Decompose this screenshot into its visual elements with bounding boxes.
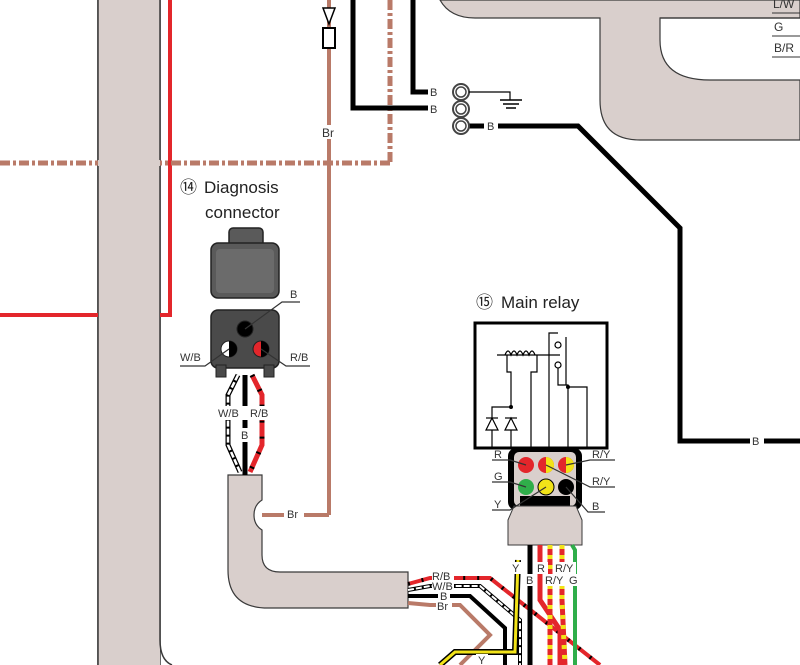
- main-relay-number: ⑮: [476, 293, 493, 312]
- ground-label-2: B: [430, 104, 437, 116]
- relay-wire-label-y: Y: [512, 563, 520, 575]
- relay-switch-icon: [548, 332, 588, 448]
- diag-pin-label-rb: R/B: [290, 352, 308, 364]
- diag-pin-label-b: B: [290, 289, 297, 301]
- relay-pin-label-ry1: R/Y: [592, 449, 611, 461]
- fuse-symbol-icon: [322, 27, 336, 49]
- relay-pin-label-g: G: [494, 471, 503, 483]
- wire-label-br-top: Br: [322, 126, 334, 140]
- wire-black-1: [410, 0, 440, 95]
- harness-top-right: [439, 0, 800, 141]
- diagnosis-connector-title-2: connector: [205, 203, 280, 222]
- main-relay[interactable]: [473, 321, 609, 450]
- wire-label-y-bottom: Y: [478, 655, 486, 665]
- label-g: G: [774, 20, 783, 34]
- diode-symbol-icon: [321, 7, 337, 27]
- diag-pin-label-wb: W/B: [180, 352, 201, 364]
- bundle-label-b: B: [440, 591, 447, 603]
- wire-label-b-right: B: [752, 436, 759, 448]
- wire-bundle-b: [408, 594, 507, 665]
- ground-label-3: B: [487, 121, 494, 133]
- diagnosis-connector-title-1: Diagnosis: [204, 178, 279, 197]
- bundle-label-rb: R/B: [432, 571, 450, 583]
- relay-wire-g: [570, 543, 577, 665]
- main-relay-title: Main relay: [501, 293, 580, 312]
- wire-label-br-harness: Br: [287, 509, 298, 521]
- wire-black-3: [468, 123, 800, 444]
- wire-black-2: [350, 0, 440, 111]
- bundle-label-wb: W/B: [432, 581, 453, 593]
- ground-terminal-block: [452, 83, 470, 135]
- ground-icon: [500, 99, 522, 109]
- diagnosis-connector-number: ⑭: [180, 178, 197, 197]
- label-lw: L/W: [773, 0, 795, 11]
- relay-pin-label-ry2: R/Y: [592, 476, 611, 488]
- wire-bundle-rb: [407, 576, 602, 665]
- relay-wire-label-ry2: R/Y: [545, 575, 564, 587]
- relay-wire-label-r: R: [537, 563, 545, 575]
- diag-wire-label-wb: W/B: [218, 408, 239, 420]
- diag-wire-label-rb: R/B: [250, 408, 268, 420]
- relay-wire-label-g: G: [569, 575, 578, 587]
- relay-wire-label-b: B: [526, 575, 533, 587]
- harness-diagnosis: [227, 474, 409, 609]
- label-br: B/R: [774, 41, 794, 55]
- relay-wire-label-ry1: R/Y: [555, 563, 574, 575]
- wire-bundle-br: [407, 601, 493, 665]
- relay-pin-label-r: R: [494, 449, 502, 461]
- main-relay-connector[interactable]: [508, 448, 582, 510]
- diag-wire-label-b: B: [241, 430, 248, 442]
- diagnosis-connector[interactable]: [210, 227, 280, 378]
- relay-pin-label-y: Y: [494, 499, 502, 511]
- ground-label-1: B: [430, 87, 437, 99]
- top-right-label-group: L/W G B/R: [772, 0, 800, 58]
- bundle-label-br: Br: [437, 601, 448, 613]
- wire-red-left: [0, 0, 172, 317]
- relay-diode-icon: [485, 405, 518, 448]
- relay-pin-label-b: B: [592, 501, 599, 513]
